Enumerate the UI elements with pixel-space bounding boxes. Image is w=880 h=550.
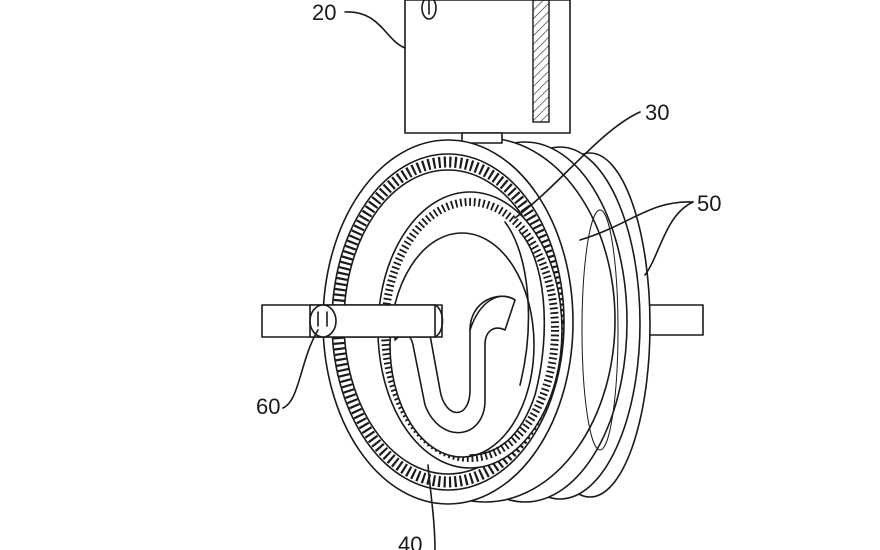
reference-labels: 20 30 50 60 40 [256,0,721,550]
label-20: 20 [312,0,336,25]
motor-block [404,0,571,144]
leader-40 [427,464,436,550]
leader-50b [644,201,694,276]
leader-20 [344,11,406,49]
shaft-front [261,304,444,338]
leader-lines [282,11,694,550]
label-60: 60 [256,394,280,419]
label-50: 50 [697,191,721,216]
leader-60 [282,329,319,409]
label-30: 30 [645,100,669,125]
leader-50a [579,201,694,241]
leader-30 [514,111,641,219]
label-40: 40 [398,532,422,550]
inner-gear-teeth [381,198,559,462]
hatched-rod [532,0,550,123]
